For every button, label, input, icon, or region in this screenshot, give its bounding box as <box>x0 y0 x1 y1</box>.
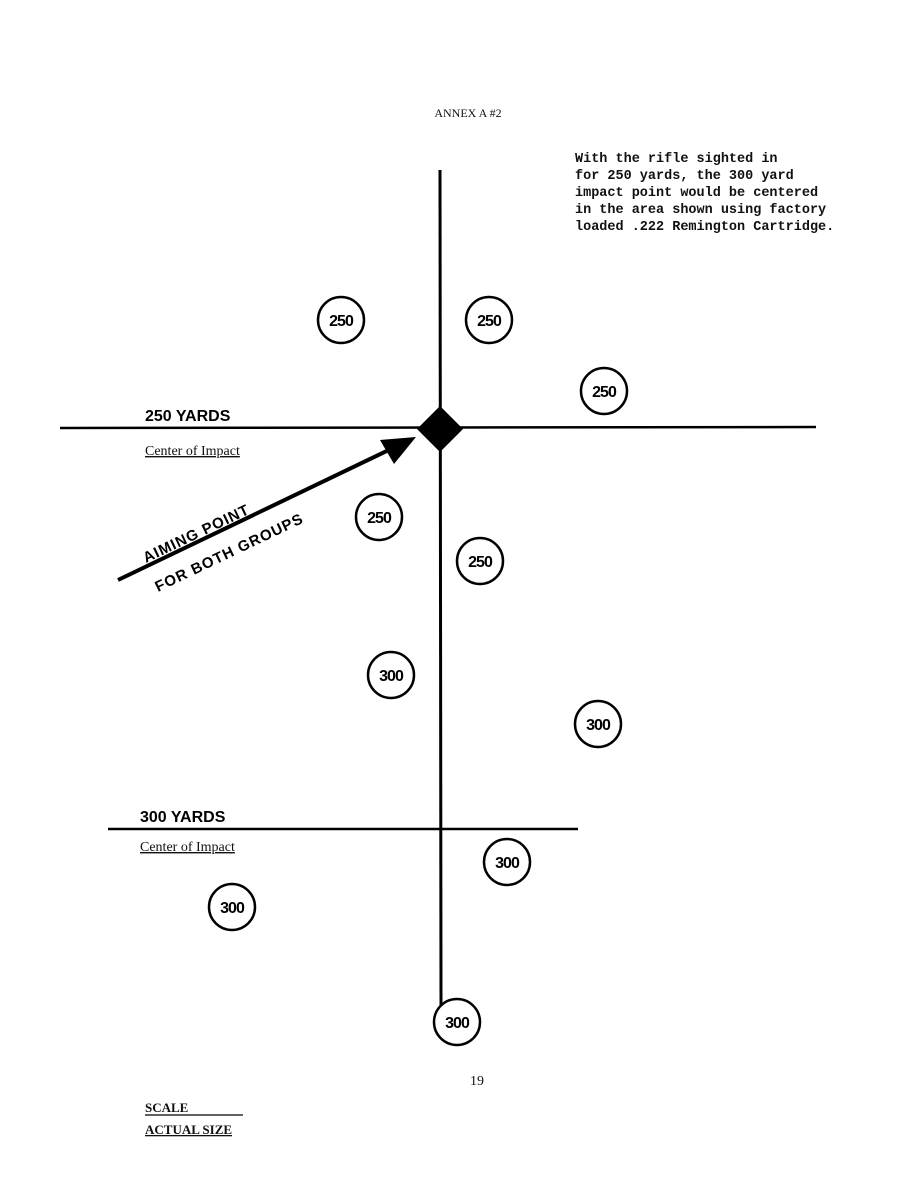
aiming-arrow <box>117 437 416 582</box>
label-250-center: Center of Impact <box>145 444 240 459</box>
page-number: 19 <box>470 1074 484 1089</box>
impact-250: 250 <box>354 492 404 542</box>
svg-text:300: 300 <box>220 900 245 917</box>
explanatory-note: With the rifle sighted in for 250 yards,… <box>575 152 834 235</box>
impact-300: 300 <box>482 837 532 887</box>
impact-250: 250 <box>579 366 629 416</box>
impact-300: 300 <box>207 882 257 932</box>
impact-300: 300 <box>573 699 623 749</box>
scale-label: SCALE <box>145 1100 188 1115</box>
svg-text:250: 250 <box>468 554 493 571</box>
svg-text:300: 300 <box>495 855 520 872</box>
label-250-yards: 250 YARDS <box>145 408 231 425</box>
label-300-yards: 300 YARDS <box>140 809 226 826</box>
vertical-axis <box>438 169 443 1006</box>
label-300-center: Center of Impact <box>140 840 235 855</box>
svg-text:250: 250 <box>592 384 617 401</box>
note-line: for 250 yards, the 300 yard <box>575 169 794 184</box>
scale-value: ACTUAL SIZE <box>145 1122 232 1137</box>
note-line: impact point would be centered <box>575 186 818 201</box>
svg-text:250: 250 <box>367 510 392 527</box>
impact-300: 300 <box>366 650 416 700</box>
impact-300: 300 <box>432 997 482 1047</box>
svg-text:250: 250 <box>477 313 502 330</box>
annex-header: ANNEX A #2 <box>434 106 501 120</box>
impact-250: 250 <box>316 295 366 345</box>
note-line: loaded .222 Remington Cartridge. <box>575 220 834 235</box>
impact-250: 250 <box>455 536 505 586</box>
note-line: in the area shown using factory <box>575 203 826 218</box>
svg-text:250: 250 <box>329 313 354 330</box>
arrow-head-icon <box>380 437 416 464</box>
svg-text:300: 300 <box>379 668 404 685</box>
aiming-point-diamond <box>417 406 463 452</box>
svg-text:300: 300 <box>586 717 611 734</box>
note-line: With the rifle sighted in <box>575 152 778 167</box>
impact-250: 250 <box>464 295 514 345</box>
svg-text:300: 300 <box>445 1015 470 1032</box>
